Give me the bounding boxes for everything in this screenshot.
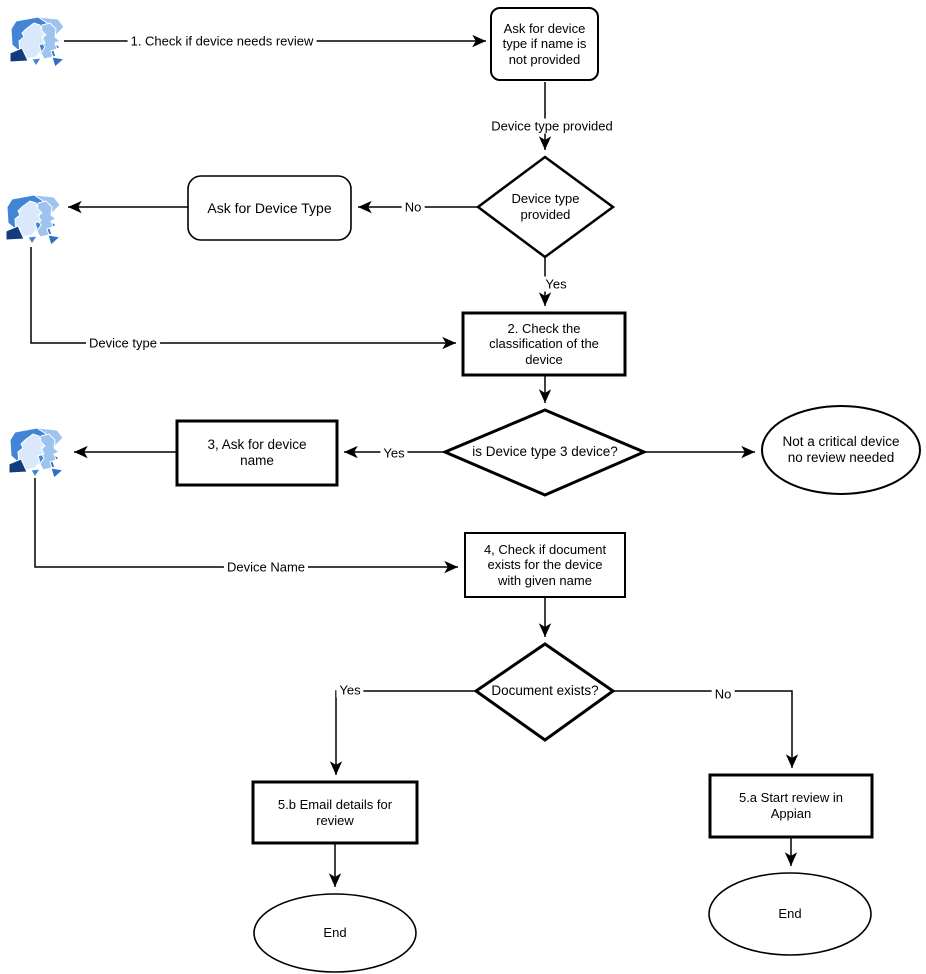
edge-decision3-no-to-appian <box>613 690 799 768</box>
edge-decision3-yes-to-email <box>329 690 476 775</box>
node-start-review-appian[interactable] <box>708 773 874 839</box>
node-decision-is-type3[interactable] <box>441 408 648 497</box>
users-icon-3[interactable] <box>8 427 64 479</box>
node-ask-type-if-no-name[interactable] <box>490 7 599 81</box>
edge-user3-to-check-document <box>34 478 458 574</box>
node-end-right[interactable] <box>708 872 872 956</box>
node-decision-document-exists[interactable] <box>473 642 616 742</box>
node-check-classification[interactable] <box>461 311 627 377</box>
node-ask-device-name[interactable] <box>175 419 339 487</box>
node-check-document[interactable] <box>464 532 626 598</box>
node-ask-for-device-type[interactable] <box>187 175 352 241</box>
node-email-details[interactable] <box>251 780 419 845</box>
users-icon-1[interactable] <box>9 16 65 68</box>
edge-user2-to-check-classification <box>30 247 456 350</box>
node-decision-device-type-provided[interactable] <box>475 155 616 259</box>
node-end-left[interactable] <box>253 893 417 973</box>
users-icon-2[interactable] <box>5 194 61 246</box>
node-not-critical[interactable] <box>761 405 921 495</box>
